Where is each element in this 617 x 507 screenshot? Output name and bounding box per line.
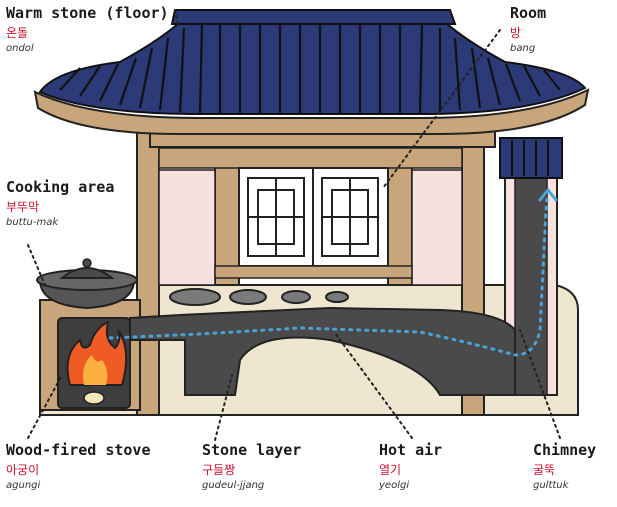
label-cooking-area-ro: buttu-mak [6,217,59,228]
window-sill [214,265,413,279]
chimney-flue [514,174,548,396]
beam-mid [158,147,463,169]
label-stone-layer-en: Stone layer [202,441,302,459]
hot-air-arrowhead [538,188,558,202]
firewood-log [83,391,105,405]
label-cooking-area-ko: 부뚜막 [6,200,40,214]
label-leader-lines [27,9,561,441]
label-cooking-area-en: Cooking area [6,178,115,196]
label-chimney-ko: 굴뚝 [533,463,556,477]
chimney-cap [499,137,563,179]
roof-tile-ridges [59,23,561,114]
label-hot-air-ro: yeolgi [379,480,410,491]
roof-tiles [38,21,587,115]
label-warm-stone-en: Warm stone (floor) [6,4,169,22]
label-stone-layer: Stone layer 구들짱 gudeul-jjang [202,443,301,491]
label-chimney-en: Chimney [533,441,597,459]
label-wood-stove-en: Wood-fired stove [6,441,151,459]
fire-flame [66,320,128,386]
roof-eave [33,88,590,135]
wall-panel-left [158,169,216,286]
pot-lid [59,267,115,279]
label-wood-stove: Wood-fired stove 아궁이 agungi [6,443,151,491]
label-stone-layer-ko: 구들짱 [202,463,236,477]
label-hot-air-en: Hot air [379,441,443,459]
label-stone-layer-ro: gudeul-jjang [202,480,265,491]
label-wood-stove-ro: agungi [6,480,41,491]
wall-panel-right [411,169,463,286]
floor-stones [169,288,349,306]
label-hot-air: Hot air 열기 yeolgi [379,443,442,491]
label-room-ro: bang [510,43,536,54]
window-lattice [247,177,379,257]
label-wood-stove-ko: 아궁이 [6,463,40,477]
label-room-en: Room [510,4,547,22]
label-cooking-area: Cooking area 부뚜막 buttu-mak [6,180,114,228]
label-room: Room 방 bang [510,6,546,54]
hot-air-path [108,193,550,357]
label-chimney: Chimney 굴뚝 gulttuk [533,443,596,491]
roof-ridge [170,9,457,25]
label-room-ko: 방 [510,26,522,40]
label-warm-stone-ro: ondol [6,43,34,54]
label-hot-air-ko: 열기 [379,463,402,477]
label-chimney-ro: gulttuk [533,480,569,491]
label-warm-stone: Warm stone (floor) 온돌 ondol [6,6,169,54]
stone-flue [129,306,516,396]
label-warm-stone-ko: 온돌 [6,26,29,40]
